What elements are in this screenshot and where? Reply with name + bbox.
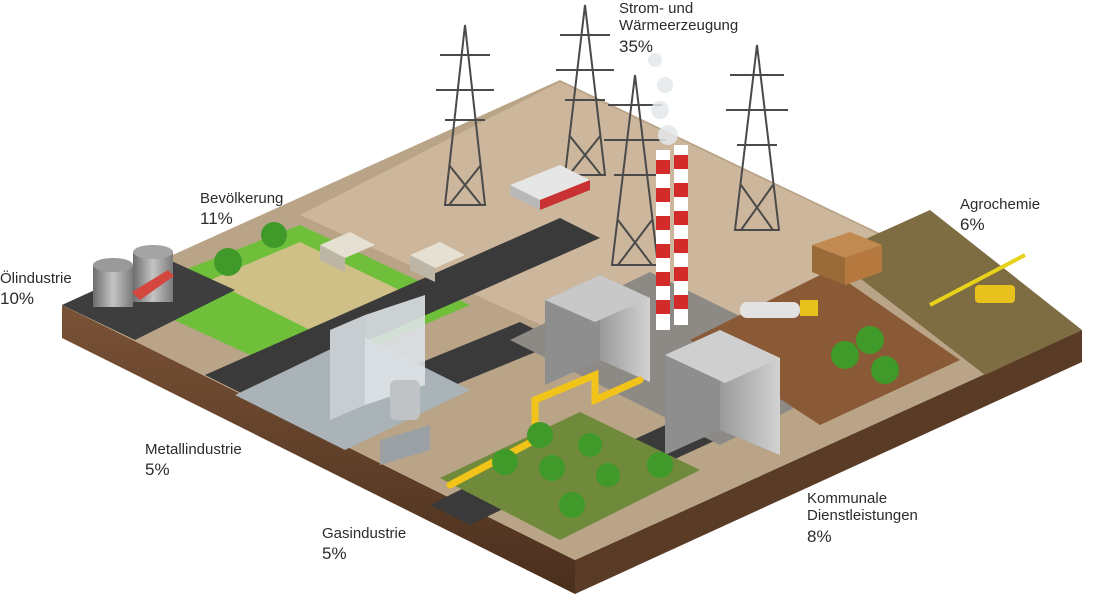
label-agrochemie: Agrochemie 6% — [960, 196, 1040, 235]
label-metallindustrie: Metallindustrie 5% — [145, 441, 242, 480]
soil-side-right — [575, 330, 1082, 594]
label-kommunale-percent: 8% — [807, 526, 832, 546]
houses — [320, 232, 465, 282]
label-gasindustrie-percent: 5% — [322, 544, 347, 564]
label-bevoelkerung-name: Bevölkerung — [200, 190, 284, 207]
plant-block-1-top — [545, 275, 650, 322]
label-kommunale-dienstleistungen: Kommunale Dienstleistungen 8% — [807, 490, 918, 546]
crop-field — [440, 412, 700, 540]
trees — [214, 222, 899, 518]
label-agrochemie-percent: 6% — [960, 215, 985, 235]
gas-pipe — [446, 369, 644, 489]
substation-building — [510, 165, 590, 210]
pylon-1 — [436, 24, 494, 206]
chimneys — [648, 53, 688, 330]
pylon-2 — [556, 4, 614, 176]
oil-tank-right-top — [133, 245, 173, 259]
chimney-1 — [656, 150, 670, 330]
oil-industry — [93, 245, 174, 307]
plant-block-2-top — [665, 330, 780, 383]
label-oelindustrie: Ölindustrie 10% — [0, 270, 72, 309]
label-strom-waerme: Strom- und Wärmeerzeugung 35% — [619, 0, 738, 56]
label-bevoelkerung: Bevölkerung 11% — [200, 190, 283, 229]
smoke — [648, 53, 678, 145]
power-plant — [545, 275, 780, 455]
label-bevoelkerung-percent: 11% — [200, 209, 233, 229]
pumpjack — [132, 270, 174, 300]
pylon-3 — [604, 74, 666, 266]
label-oelindustrie-percent: 10% — [0, 289, 35, 309]
metal-industry-structure — [330, 295, 430, 465]
label-metallindustrie-percent: 5% — [145, 460, 170, 480]
label-gasindustrie: Gasindustrie 5% — [322, 525, 406, 564]
soil-side-left — [62, 305, 575, 594]
label-gasindustrie-name: Gasindustrie — [322, 525, 407, 542]
label-metallindustrie-name: Metallindustrie — [145, 441, 242, 458]
label-strom-line1: Strom- und — [619, 0, 694, 17]
pylon-4 — [726, 44, 788, 231]
gravel-yard — [300, 82, 890, 370]
label-kommunale-line2: Dienstleistungen — [807, 507, 918, 525]
label-strom-percent: 35% — [619, 36, 654, 56]
label-agrochemie-name: Agrochemie — [960, 196, 1041, 213]
agro-barn — [812, 232, 882, 285]
oil-tank-left-top — [93, 258, 133, 272]
label-oelindustrie-name: Ölindustrie — [0, 270, 72, 287]
label-strom-line2: Wärmeerzeugung — [619, 17, 739, 35]
chimney-2 — [674, 145, 688, 325]
tanker-truck — [740, 300, 818, 318]
power-pylons — [436, 4, 788, 266]
crane-sprayer — [929, 253, 1026, 307]
label-kommunale-line1: Kommunale — [807, 490, 888, 507]
